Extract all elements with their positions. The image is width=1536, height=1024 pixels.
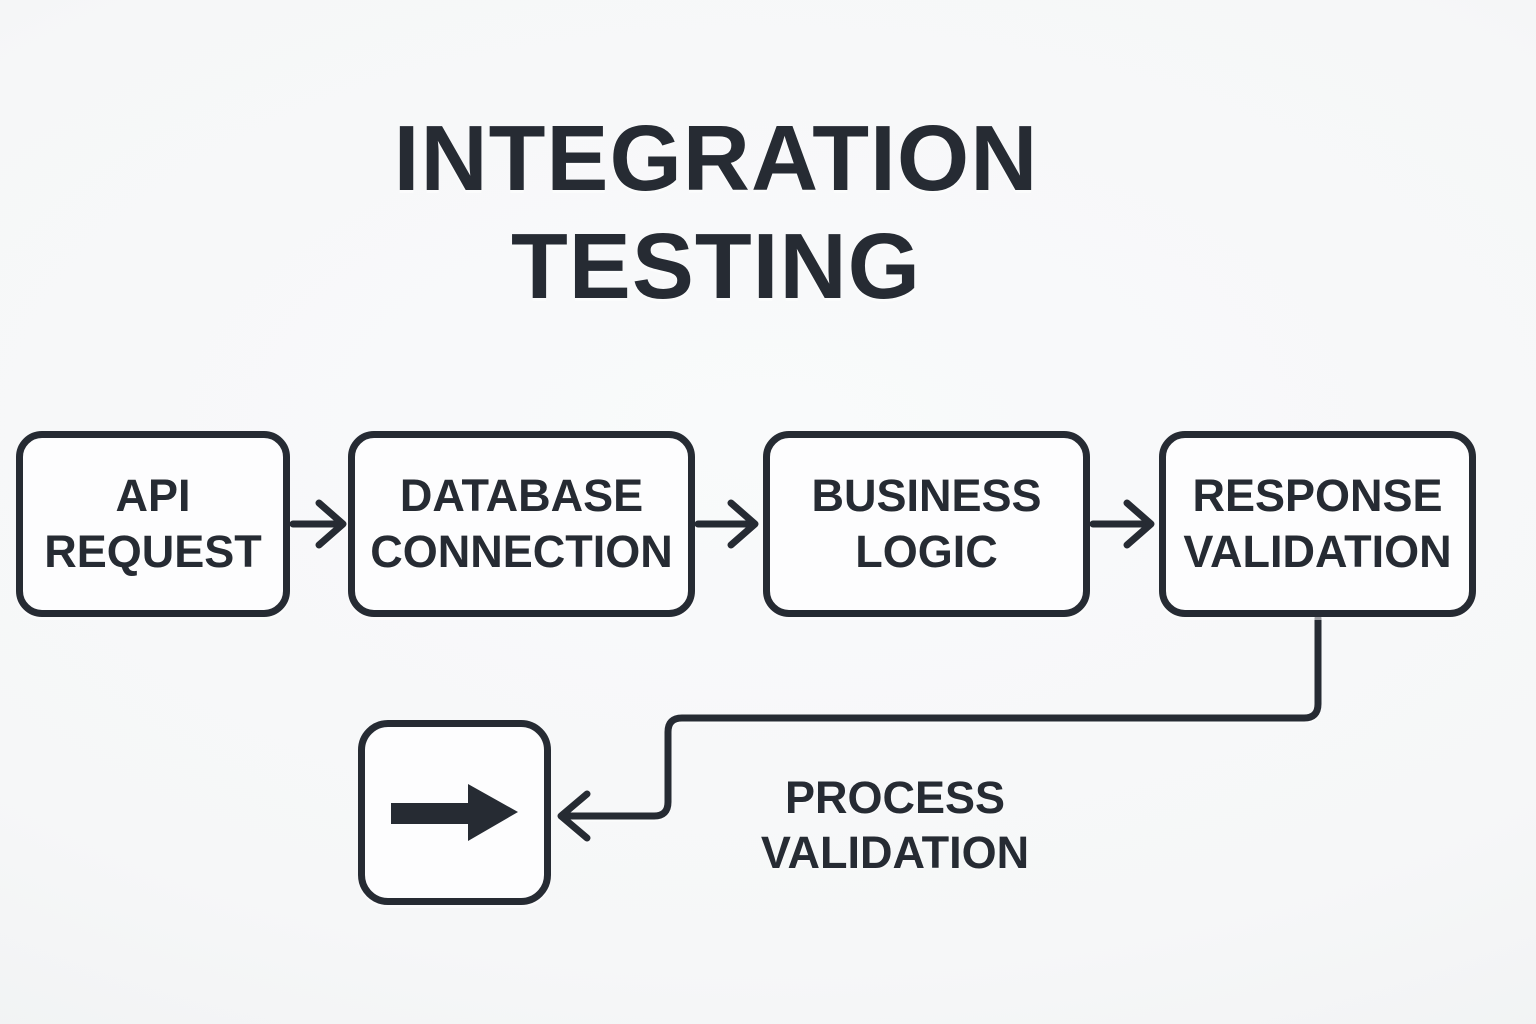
arrow-right-icon — [391, 783, 518, 841]
connector-2-arrowhead-icon — [727, 499, 759, 549]
node-business-logic: BUSINESS LOGIC — [763, 431, 1090, 617]
connector-1-arrowhead-icon — [315, 499, 347, 549]
node-response-validation-label: RESPONSE VALIDATION — [1183, 470, 1452, 577]
node-loop — [358, 720, 551, 905]
node-api-request-label: API REQUEST — [44, 470, 262, 577]
diagram-title: INTEGRATION TESTING — [393, 106, 1039, 318]
loop-connector-line — [562, 614, 1322, 820]
connector-3-arrowhead-icon — [1123, 499, 1155, 549]
node-api-request: API REQUEST — [16, 431, 290, 617]
loop-connector-label: PROCESS VALIDATION — [760, 772, 1030, 878]
node-database-connection-label: DATABASE CONNECTION — [370, 470, 673, 577]
node-business-logic-label: BUSINESS LOGIC — [811, 470, 1042, 577]
loop-connector-arrowhead-icon — [557, 790, 591, 842]
node-response-validation: RESPONSE VALIDATION — [1159, 431, 1476, 617]
node-database-connection: DATABASE CONNECTION — [348, 431, 695, 617]
